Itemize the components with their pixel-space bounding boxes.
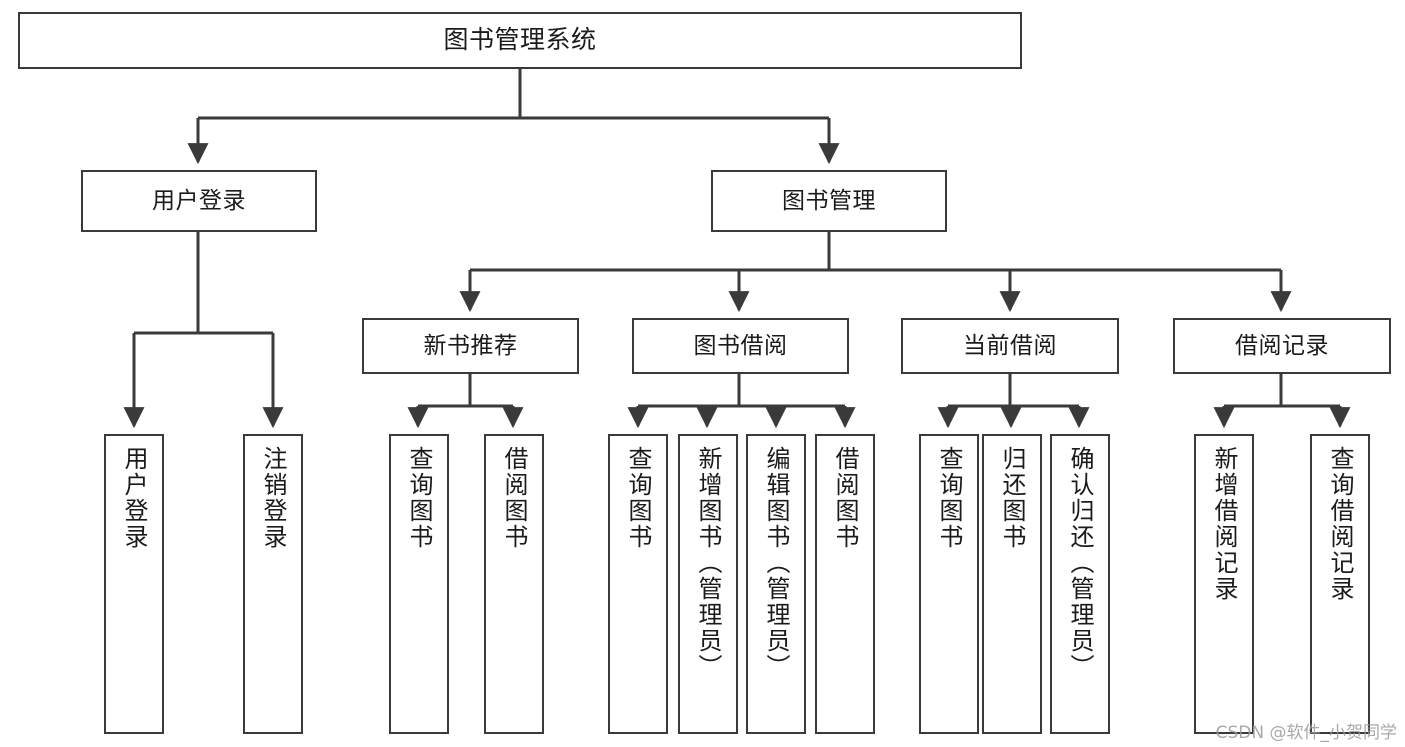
node-label: 借阅图书: [500, 446, 528, 550]
node-label: 注销登录: [259, 446, 287, 550]
leaf-current-return-book[interactable]: 归还图书: [982, 434, 1042, 734]
node-label: 查询图书: [624, 446, 652, 550]
leaf-records-add-record[interactable]: 新增借阅记录: [1194, 434, 1254, 734]
node-label: 图书管理: [782, 187, 876, 214]
node-label: 确认归还（管理员）: [1066, 446, 1094, 680]
node-label: 新增图书（管理员）: [694, 446, 722, 680]
node-label: 借阅记录: [1235, 332, 1329, 359]
leaf-borrow-add-book-admin[interactable]: 新增图书（管理员）: [678, 434, 738, 734]
node-label: 查询图书: [935, 446, 963, 550]
node-book-management[interactable]: 图书管理: [711, 170, 947, 232]
leaf-current-confirm-return-admin[interactable]: 确认归还（管理员）: [1050, 434, 1110, 734]
leaf-records-query-record[interactable]: 查询借阅记录: [1310, 434, 1370, 734]
node-label: 新书推荐: [423, 332, 518, 359]
node-label: 图书管理系统: [443, 25, 597, 55]
node-label: 查询图书: [405, 446, 433, 550]
node-label: 用户登录: [120, 446, 148, 550]
leaf-user-login-signin[interactable]: 用户登录: [104, 434, 164, 734]
leaf-borrow-borrow-book[interactable]: 借阅图书: [815, 434, 875, 734]
watermark: CSDN @软件_小贺同学: [1215, 723, 1397, 743]
node-label: 用户登录: [152, 187, 246, 214]
node-label: 图书借阅: [693, 332, 788, 359]
node-label: 归还图书: [998, 446, 1026, 550]
node-label: 查询借阅记录: [1326, 446, 1354, 602]
node-label: 新增借阅记录: [1210, 446, 1238, 602]
node-user-login[interactable]: 用户登录: [81, 170, 317, 232]
node-label: 编辑图书（管理员）: [762, 446, 790, 680]
node-borrow-records[interactable]: 借阅记录: [1173, 318, 1391, 374]
node-root-system[interactable]: 图书管理系统: [18, 12, 1022, 69]
node-book-borrow[interactable]: 图书借阅: [632, 318, 849, 374]
leaf-borrow-query-book[interactable]: 查询图书: [608, 434, 668, 734]
node-label: 借阅图书: [831, 446, 859, 550]
leaf-current-query-book[interactable]: 查询图书: [919, 434, 979, 734]
node-current-borrow[interactable]: 当前借阅: [901, 318, 1119, 374]
leaf-borrow-edit-book-admin[interactable]: 编辑图书（管理员）: [746, 434, 806, 734]
leaf-user-login-signout[interactable]: 注销登录: [243, 434, 303, 734]
leaf-new-book-borrow[interactable]: 借阅图书: [484, 434, 544, 734]
leaf-new-book-query[interactable]: 查询图书: [389, 434, 449, 734]
node-label: 当前借阅: [963, 332, 1057, 359]
node-new-book-recommend[interactable]: 新书推荐: [362, 318, 579, 374]
